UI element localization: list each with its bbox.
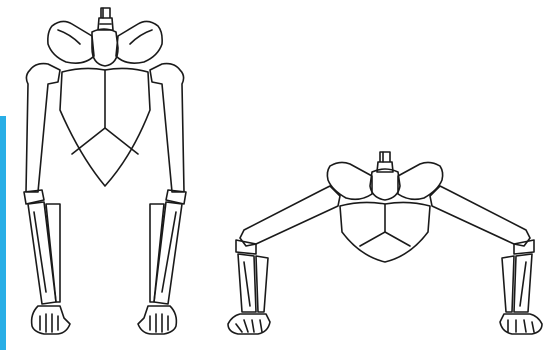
sacrum <box>92 29 118 66</box>
fibula-left <box>46 204 60 302</box>
fibula-right-crouched <box>502 256 514 312</box>
ilium-left-crouched <box>327 162 372 199</box>
skeleton-figure-crouched <box>228 152 542 334</box>
femur-right <box>150 64 184 192</box>
femur-left-crouched <box>240 186 340 246</box>
sacrum-crouched <box>370 169 400 200</box>
knee-left-crouched <box>236 240 256 254</box>
skeleton-figure-standing <box>24 8 186 334</box>
ilium-right <box>116 21 162 63</box>
ilium-left <box>48 21 94 63</box>
foot-left <box>32 306 70 334</box>
knee-right-crouched <box>514 240 534 254</box>
femur-left <box>26 64 60 192</box>
spine-top <box>98 8 113 30</box>
foot-left-crouched <box>228 314 270 334</box>
fibula-right <box>150 204 164 302</box>
fibula-left-crouched <box>256 256 268 312</box>
foot-right <box>138 306 176 334</box>
foot-right-crouched <box>500 314 542 334</box>
ilium-right-crouched <box>398 162 443 199</box>
femur-right-crouched <box>430 186 530 246</box>
